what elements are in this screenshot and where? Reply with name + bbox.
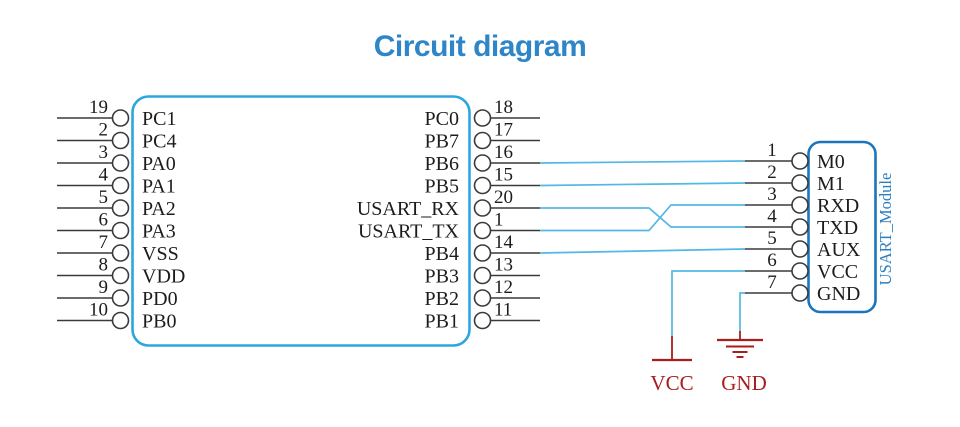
chip-pin-vdd: 8 VDD [57,255,185,288]
chip-pin-pb1: PB1 11 [425,300,540,333]
wire-usartrx-txd [540,207,745,228]
chip-pin-pa3: 6 PA3 [57,210,176,243]
chip-pin-pb3: PB3 13 [425,255,540,288]
pin-number: 14 [494,232,514,253]
chip-pin-usart-rx: USART_RX 20 [357,187,540,220]
wires [539,160,746,336]
wire-vcc [671,270,745,336]
pin-label: PA0 [142,153,176,175]
pin-number: 3 [99,142,109,163]
pin-number: 18 [494,97,513,118]
pin-label: PC0 [425,108,459,130]
pin-label: TXD [817,217,858,239]
chip-pin-pb7: PB7 17 [425,120,540,153]
pin-number: 6 [99,210,109,231]
gnd-label: GND [721,371,767,395]
pin-label: PB1 [425,311,459,333]
pin-label: PD0 [142,288,178,310]
page-title: Circuit diagram [374,30,587,63]
pin-label: PB5 [425,176,459,198]
module-pin-m0: 1 M0 [745,140,845,173]
pin-number: 11 [494,300,512,321]
pin-label: PC1 [142,108,176,130]
pin-label: AUX [817,239,861,261]
pin-number: 15 [494,165,513,186]
chip-pin-pb2: PB2 12 [425,277,540,310]
pin-label: PC4 [142,131,176,153]
pin-number: 17 [494,120,513,141]
module-name-vertical: USART_Module [876,173,895,286]
pin-label: PB7 [425,131,459,153]
chip-pin-pa2: 5 PA2 [57,187,176,220]
pin-label: RXD [817,195,859,217]
chip-pin-pb6: PB6 16 [425,142,540,175]
pin-number: 16 [494,142,513,163]
module-pin-rxd: 3 RXD [745,184,859,217]
wire-pb5-m1 [539,182,746,187]
chip-pin-pd0: 9 PD0 [57,277,178,310]
pin-label: M0 [817,151,845,173]
vcc-label: VCC [650,371,693,395]
pin-label: VCC [817,261,858,283]
chip-pin-pa0: 3 PA0 [57,142,176,175]
pin-number: 20 [494,187,513,208]
pin-number: 3 [767,184,777,205]
pin-label: PA1 [142,176,176,198]
chip-pin-vss: 7 VSS [57,232,179,265]
pin-label: PB4 [425,243,459,265]
wire-pb4-aux [539,248,746,254]
pin-number: 7 [99,232,109,253]
module-pin-aux: 5 AUX [745,228,861,261]
module-pin-txd: 4 TXD [745,206,858,239]
chip-pin-pb5: PB5 15 [425,165,540,198]
pin-label: PB6 [425,153,459,175]
pin-number: 13 [494,255,513,276]
pin-label: USART_TX [358,221,460,243]
wire-usarttx-rxd [540,204,745,232]
module-pin-m1: 2 M1 [745,162,845,195]
chip-pin-pb4: PB4 14 [425,232,540,265]
pin-label: VDD [142,266,185,288]
pin-label: M1 [817,173,845,195]
chip-pin-usart-tx: USART_TX 1 [358,210,540,243]
pin-number: 2 [99,120,109,141]
pin-number: 4 [99,165,109,186]
pin-label: PA3 [142,221,176,243]
pin-number: 1 [494,210,504,231]
pin-label: PB3 [425,266,459,288]
chip-pin-pc4: 2 PC4 [57,120,176,153]
pin-number: 10 [89,300,108,321]
wire-gnd [739,292,745,331]
chip-pin-pc0: PC0 18 [425,97,540,130]
wire-pb6-m0 [539,160,746,164]
pin-number: 4 [767,206,777,227]
chip-pin-pa1: 4 PA1 [57,165,176,198]
pin-label: VSS [142,243,179,265]
pin-label: PA2 [142,198,176,220]
module-pin-gnd: 7 GND [745,272,860,305]
chip-pin-pb0: 10 PB0 [57,300,176,333]
pin-number: 5 [99,187,109,208]
pin-number: 9 [99,277,109,298]
gnd-symbol: GND [717,331,767,395]
module-pin-vcc: 6 VCC [745,250,858,283]
pin-number: 7 [767,272,777,293]
pin-label: PB0 [142,311,176,333]
pin-number: 6 [767,250,777,271]
mcu-body [131,95,471,347]
pin-number: 19 [89,97,108,118]
pin-label: GND [817,283,860,305]
vcc-symbol: VCC [650,336,694,395]
pin-number: 1 [767,140,777,161]
pin-number: 2 [767,162,777,183]
pin-number: 8 [99,255,109,276]
pin-number: 5 [767,228,777,249]
pin-label: PB2 [425,288,459,310]
chip-pin-pc1: 19 PC1 [57,97,176,130]
pin-label: USART_RX [357,198,460,220]
pin-number: 12 [494,277,513,298]
